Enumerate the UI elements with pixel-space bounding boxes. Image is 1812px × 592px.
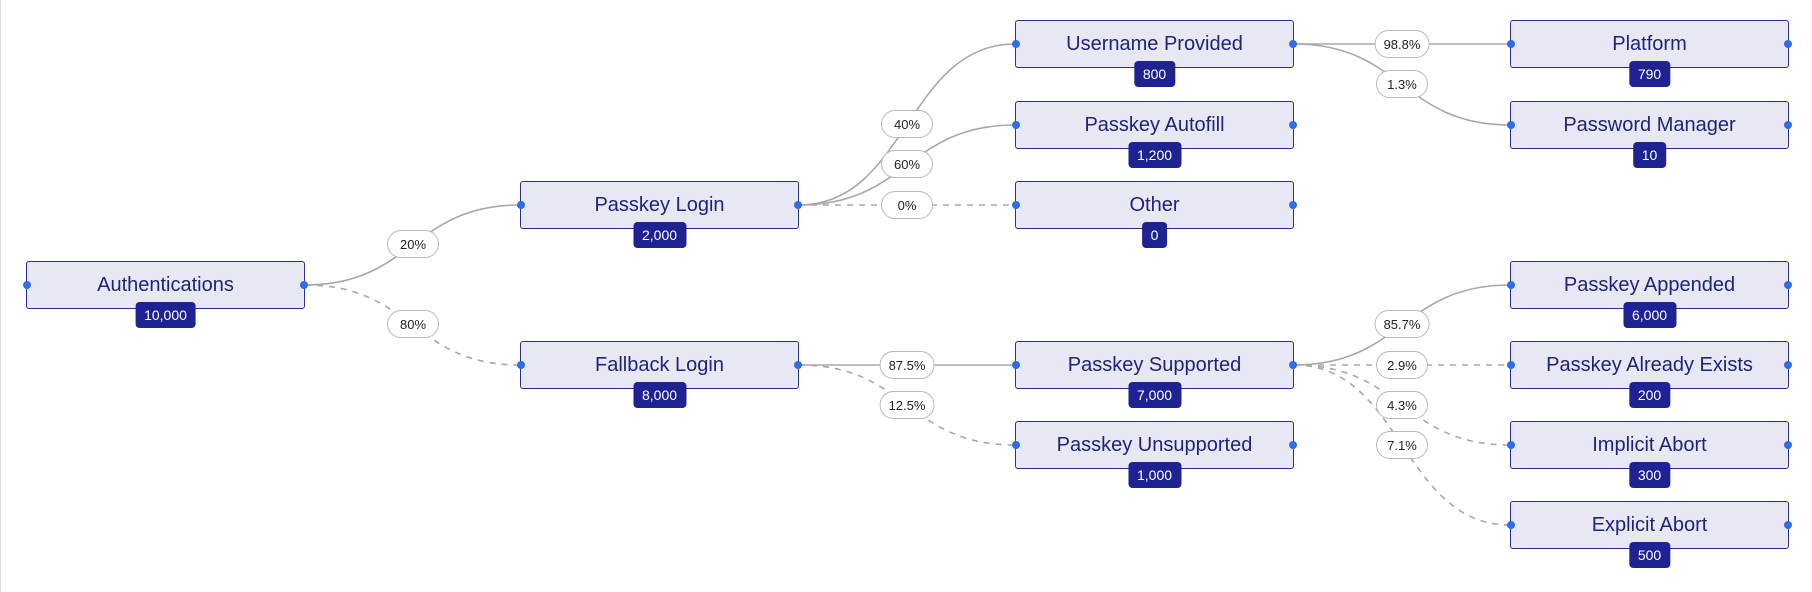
- output-port[interactable]: [1289, 40, 1297, 48]
- count-badge: 7,000: [1127, 382, 1182, 408]
- output-port[interactable]: [1289, 361, 1297, 369]
- output-port[interactable]: [1784, 441, 1792, 449]
- output-port[interactable]: [1784, 40, 1792, 48]
- output-port[interactable]: [1784, 361, 1792, 369]
- node-label: Passkey Already Exists: [1546, 353, 1753, 376]
- node-passkey-already-exists[interactable]: Passkey Already Exists 200: [1507, 341, 1792, 408]
- input-port[interactable]: [1507, 521, 1515, 529]
- node-passkey-supported[interactable]: Passkey Supported 7,000: [1012, 341, 1297, 408]
- count-badge: 0: [1141, 222, 1168, 248]
- input-port[interactable]: [1507, 361, 1515, 369]
- node-label: Platform: [1612, 32, 1687, 55]
- node-label: Passkey Login: [594, 193, 725, 216]
- output-port[interactable]: [1289, 121, 1297, 129]
- edge-percentage-label: 4.3%: [1376, 391, 1428, 419]
- output-port[interactable]: [794, 361, 802, 369]
- node-passkey-autofill[interactable]: Passkey Autofill 1,200: [1012, 101, 1297, 168]
- output-port[interactable]: [1784, 121, 1792, 129]
- input-port[interactable]: [1012, 40, 1020, 48]
- node-passkey-appended[interactable]: Passkey Appended 6,000: [1507, 261, 1792, 328]
- node-other[interactable]: Other 0: [1012, 181, 1297, 248]
- node-label: Username Provided: [1066, 32, 1243, 55]
- count-badge: 8,000: [632, 382, 687, 408]
- input-port[interactable]: [517, 201, 525, 209]
- input-port[interactable]: [1012, 201, 1020, 209]
- node-label: Other: [1129, 193, 1180, 216]
- output-port[interactable]: [1289, 201, 1297, 209]
- output-port[interactable]: [1289, 441, 1297, 449]
- node-authentications[interactable]: Authentications 10,000: [23, 261, 308, 328]
- edge-passkey-supported-to-explicit-abort: [1293, 364, 1511, 526]
- input-port[interactable]: [1012, 441, 1020, 449]
- input-port[interactable]: [1507, 121, 1515, 129]
- edge-percentage-label: 2.9%: [1376, 351, 1428, 379]
- node-username-provided[interactable]: Username Provided 800: [1012, 20, 1297, 87]
- node-label: Implicit Abort: [1592, 433, 1707, 456]
- node-label: Authentications: [97, 273, 234, 296]
- count-badge: 790: [1628, 61, 1671, 87]
- edge-percentage-label: 87.5%: [879, 351, 935, 379]
- edge-fallback-login-to-passkey-unsupported: [798, 364, 1016, 446]
- edge-passkey-supported-to-implicit-abort: [1293, 364, 1511, 446]
- edge-percentage-label: 85.7%: [1374, 310, 1430, 338]
- node-label: Passkey Autofill: [1084, 113, 1225, 136]
- node-label: Password Manager: [1563, 113, 1736, 136]
- count-badge: 300: [1628, 462, 1671, 488]
- node-passkey-unsupported[interactable]: Passkey Unsupported 1,000: [1012, 421, 1297, 488]
- canvas-border: [0, 0, 1, 592]
- node-label: Passkey Unsupported: [1056, 433, 1253, 456]
- node-label: Passkey Appended: [1563, 273, 1736, 296]
- edge-percentage-label: 7.1%: [1376, 431, 1428, 459]
- edge-percentage-label: 98.8%: [1374, 30, 1430, 58]
- edge-percentage-label: 0%: [881, 191, 933, 219]
- input-port[interactable]: [23, 281, 31, 289]
- edge-authentications-to-fallback-login: [304, 284, 521, 366]
- output-port[interactable]: [1784, 521, 1792, 529]
- input-port[interactable]: [517, 361, 525, 369]
- input-port[interactable]: [1507, 40, 1515, 48]
- edge-percentage-label: 1.3%: [1376, 70, 1428, 98]
- count-badge: 800: [1133, 61, 1176, 87]
- edge-percentage-label: 40%: [881, 110, 933, 138]
- count-badge: 1,000: [1127, 462, 1182, 488]
- node-label: Fallback Login: [595, 353, 724, 376]
- output-port[interactable]: [1784, 281, 1792, 289]
- node-label: Explicit Abort: [1591, 513, 1708, 536]
- input-port[interactable]: [1507, 281, 1515, 289]
- edge-percentage-label: 60%: [881, 150, 933, 178]
- node-fallback-login[interactable]: Fallback Login 8,000: [517, 341, 802, 408]
- count-badge: 10: [1632, 142, 1667, 168]
- node-password-manager[interactable]: Password Manager 10: [1507, 101, 1792, 168]
- output-port[interactable]: [794, 201, 802, 209]
- count-badge: 200: [1628, 382, 1671, 408]
- count-badge: 2,000: [632, 222, 687, 248]
- input-port[interactable]: [1012, 361, 1020, 369]
- count-badge: 10,000: [135, 302, 196, 328]
- count-badge: 500: [1628, 542, 1671, 568]
- node-implicit-abort[interactable]: Implicit Abort 300: [1507, 421, 1792, 488]
- input-port[interactable]: [1507, 441, 1515, 449]
- node-explicit-abort[interactable]: Explicit Abort 500: [1507, 501, 1792, 568]
- edge-percentage-label: 80%: [387, 310, 439, 338]
- output-port[interactable]: [300, 281, 308, 289]
- input-port[interactable]: [1012, 121, 1020, 129]
- count-badge: 1,200: [1127, 142, 1182, 168]
- count-badge: 6,000: [1622, 302, 1677, 328]
- edge-percentage-label: 20%: [387, 230, 439, 258]
- node-platform[interactable]: Platform 790: [1507, 20, 1792, 87]
- node-label: Passkey Supported: [1067, 353, 1242, 376]
- edge-percentage-label: 12.5%: [879, 391, 935, 419]
- node-passkey-login[interactable]: Passkey Login 2,000: [517, 181, 802, 248]
